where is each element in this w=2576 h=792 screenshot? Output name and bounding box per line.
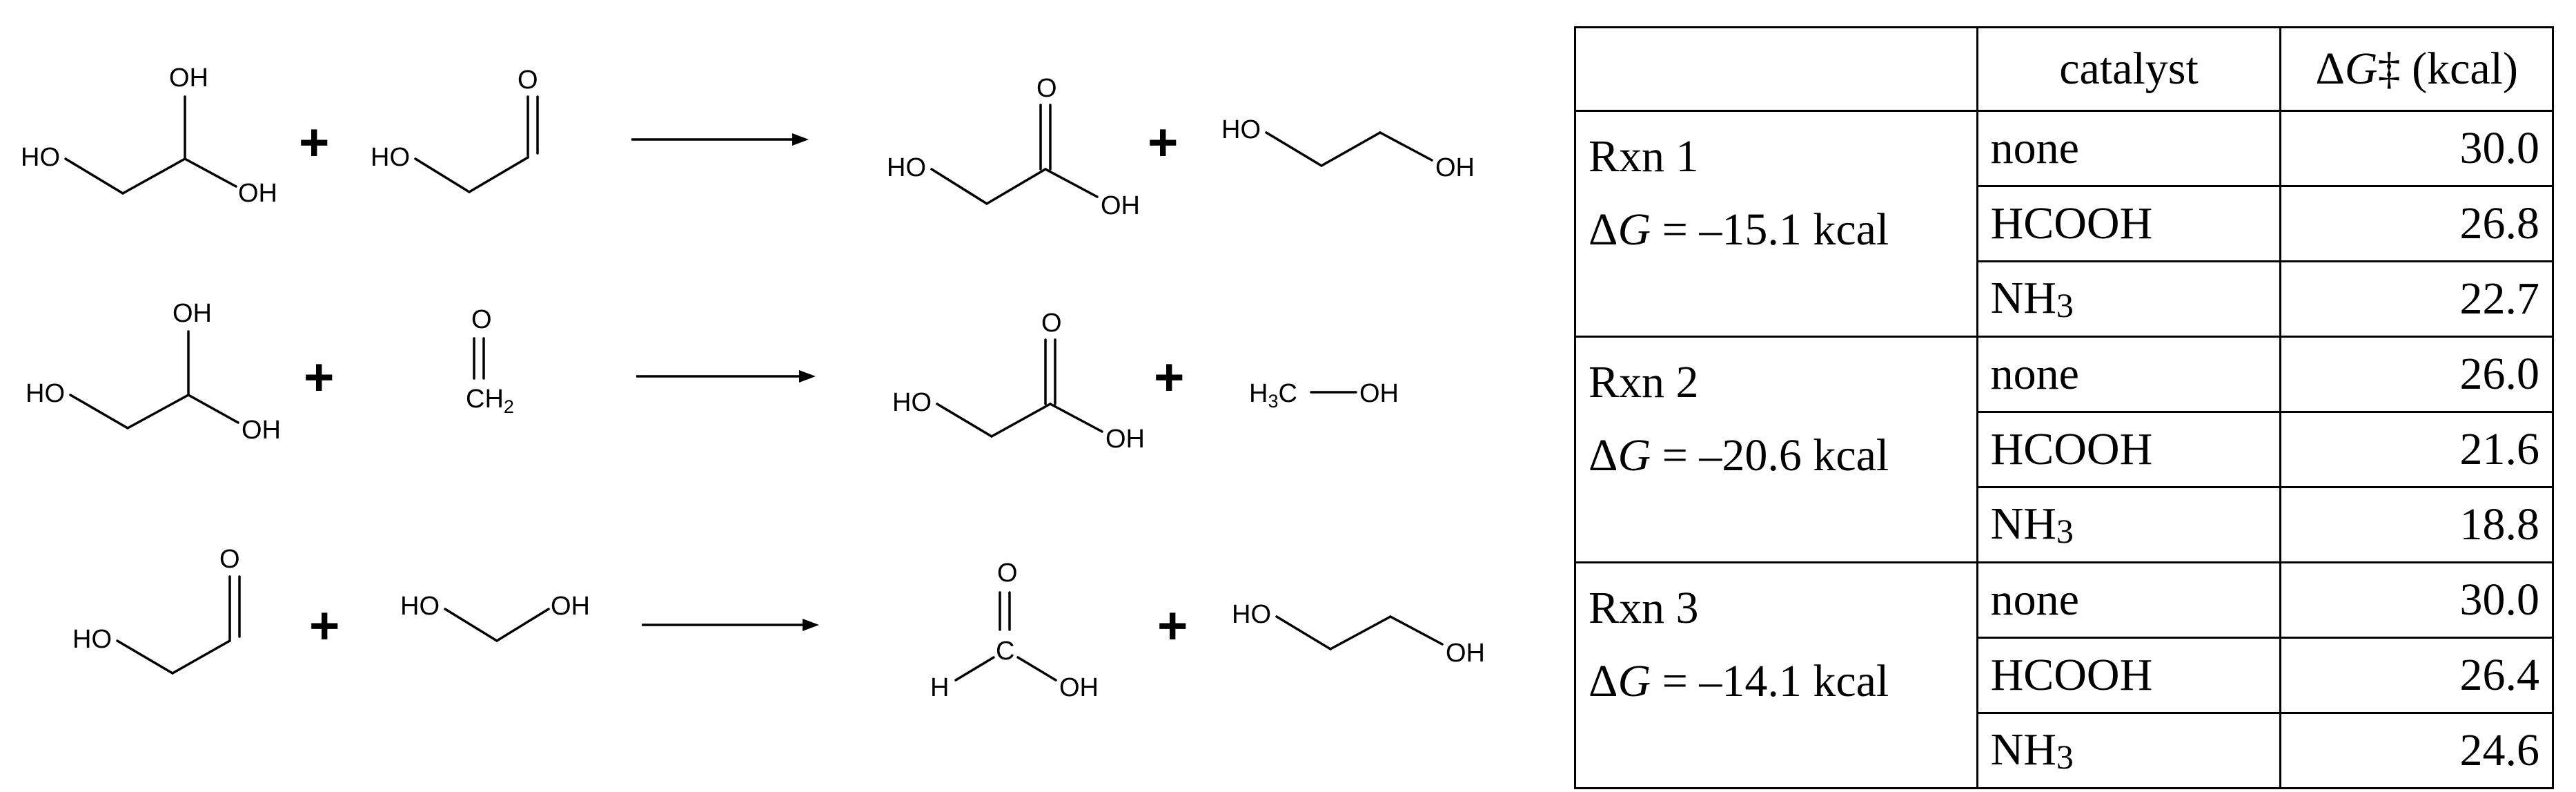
atom-label: O xyxy=(1041,309,1062,338)
atom-label: OH xyxy=(242,416,281,445)
molecule-glycolaldehyde-3: HO O xyxy=(72,545,241,675)
atom-label: HO xyxy=(1232,600,1271,629)
rxn-name: Rxn 3 xyxy=(1589,583,1699,633)
reaction-arrow xyxy=(642,619,819,631)
plus-sign: + xyxy=(299,113,329,172)
atom-label: OH xyxy=(1059,673,1099,702)
table-row: Rxn 3 ΔG = –14.1 kcal none 30.0 xyxy=(1574,561,2554,789)
atom-label: OH xyxy=(238,179,277,208)
atom-label: HO xyxy=(887,153,926,182)
catalyst-cell: none xyxy=(1976,110,2282,187)
table-row: HCOOH 21.6 xyxy=(1575,411,2554,488)
atom-label: HO xyxy=(26,379,65,408)
rxn-2-cell: Rxn 2 ΔG = –20.6 kcal xyxy=(1574,336,1978,563)
catalyst-cell: HCOOH xyxy=(1976,411,2282,488)
barrier-cell: 26.8 xyxy=(2279,185,2554,262)
atom-label: HO xyxy=(21,143,60,172)
molecule-methanol: H3C OH xyxy=(1249,379,1399,412)
reaction-3: HO O + HO OH O C H OH xyxy=(72,545,1485,702)
header-empty xyxy=(1574,26,1978,112)
table-row: HCOOH 26.4 xyxy=(1575,637,2554,714)
atom-label: O xyxy=(471,305,492,334)
rxn-free-energy: ΔG = –20.6 kcal xyxy=(1589,430,1889,481)
molecule-glycolic-acid-1: HO O OH xyxy=(887,74,1140,220)
plus-sign: + xyxy=(304,348,334,407)
header-catalyst: catalyst xyxy=(1976,26,2282,112)
reaction-1: HO OH OH + HO O HO O xyxy=(21,64,1475,220)
rxn-free-energy: ΔG = –15.1 kcal xyxy=(1589,204,1889,255)
atom-label: HO xyxy=(371,143,410,172)
catalyst-cell: none xyxy=(1976,336,2282,413)
atom-label: OH xyxy=(1105,425,1145,454)
atom-label: OH xyxy=(1446,639,1485,668)
rxn-3-cell: Rxn 3 ΔG = –14.1 kcal xyxy=(1574,561,1978,789)
molecule-glycolic-acid-2: HO O OH xyxy=(892,309,1145,454)
atom-label: OH xyxy=(1101,191,1140,220)
catalyst-cell: HCOOH xyxy=(1976,637,2282,714)
catalyst-cell: HCOOH xyxy=(1976,185,2282,262)
header-barrier: ΔG‡ (kcal) xyxy=(2279,26,2554,112)
atom-label: H xyxy=(930,673,949,702)
rxn-name: Rxn 1 xyxy=(1589,131,1699,182)
molecule-formic-acid: O C H OH xyxy=(930,559,1099,702)
barrier-cell: 21.6 xyxy=(2279,411,2554,488)
barrier-cell: 30.0 xyxy=(2279,561,2554,639)
catalyst-cell: NH3 xyxy=(1976,712,2282,789)
atom-label: C xyxy=(996,637,1014,666)
rxn-1-cell: Rxn 1 ΔG = –15.1 kcal xyxy=(1574,110,1978,338)
atom-label: OH xyxy=(169,64,208,93)
atom-label: HO xyxy=(400,592,440,621)
table-row: Rxn 2 ΔG = –20.6 kcal none 26.0 xyxy=(1574,336,2554,563)
plus-sign: + xyxy=(1148,113,1178,172)
atom-label: HO xyxy=(892,388,932,417)
molecule-formaldehyde: O CH2 xyxy=(466,305,514,417)
barrier-cell: 26.0 xyxy=(2279,336,2554,413)
table-row: Rxn 1 ΔG = –15.1 kcal none 30.0 xyxy=(1574,110,2554,338)
atom-label: O xyxy=(1036,74,1057,103)
rxn-name: Rxn 2 xyxy=(1589,357,1699,407)
plus-sign: + xyxy=(309,597,340,655)
barrier-cell: 22.7 xyxy=(2279,260,2554,338)
atom-label: CH2 xyxy=(466,385,514,417)
atom-label: OH xyxy=(173,299,212,328)
atom-label: OH xyxy=(551,592,590,621)
table-row: NH3 24.6 xyxy=(1575,712,2554,789)
molecule-ethylene-glycol-3: HO OH xyxy=(1232,600,1485,668)
molecule-ethylene-glycol-1: HO OH xyxy=(1221,115,1475,182)
table-row: NH3 22.7 xyxy=(1575,260,2554,338)
table-row: HCOOH 26.8 xyxy=(1575,185,2554,262)
table-header-row: catalyst ΔG‡ (kcal) xyxy=(1574,26,2554,112)
plus-sign: + xyxy=(1154,348,1184,407)
energy-barrier-table: catalyst ΔG‡ (kcal) Rxn 1 ΔG = –15.1 kca… xyxy=(1574,26,2554,789)
barrier-cell: 18.8 xyxy=(2279,486,2554,563)
table-row: NH3 18.8 xyxy=(1575,486,2554,563)
reaction-2: HO OH OH + O CH2 HO O OH xyxy=(26,299,1399,454)
reaction-scheme: HO OH OH + HO O HO O xyxy=(21,64,1485,702)
catalyst-cell: NH3 xyxy=(1976,486,2282,563)
atom-label: HO xyxy=(1221,115,1261,144)
catalyst-cell: none xyxy=(1976,561,2282,639)
molecule-ethane-triol-1: HO OH OH xyxy=(21,64,277,208)
atom-label: O xyxy=(997,559,1018,588)
atom-label: O xyxy=(219,545,240,574)
plus-sign: + xyxy=(1157,597,1188,655)
barrier-cell: 26.4 xyxy=(2279,637,2554,714)
barrier-cell: 30.0 xyxy=(2279,110,2554,187)
barrier-cell: 24.6 xyxy=(2279,712,2554,789)
reaction-arrow xyxy=(636,370,816,383)
atom-label: OH xyxy=(1435,153,1475,182)
atom-label: HO xyxy=(72,625,112,654)
molecule-ethane-triol-2: HO OH OH xyxy=(26,299,281,445)
molecule-methanediol: HO OH xyxy=(400,592,590,642)
catalyst-cell: NH3 xyxy=(1976,260,2282,338)
molecule-glycolaldehyde-1: HO O xyxy=(371,66,539,193)
atom-label: OH xyxy=(1359,379,1399,408)
atom-label: H3C xyxy=(1249,379,1297,412)
rxn-free-energy: ΔG = –14.1 kcal xyxy=(1589,656,1889,706)
reaction-arrow xyxy=(631,133,809,146)
atom-label: O xyxy=(518,66,538,95)
